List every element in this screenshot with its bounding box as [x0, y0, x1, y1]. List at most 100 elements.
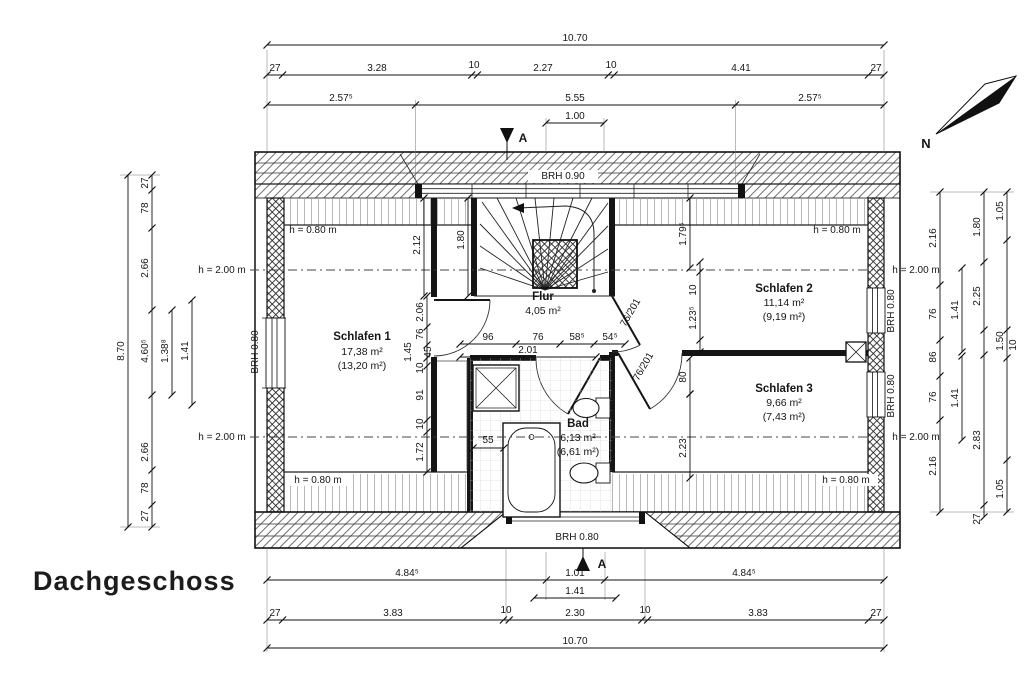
dimension-tick: [686, 390, 694, 398]
dimension-tick: [1003, 456, 1011, 464]
sink: [572, 397, 611, 419]
dimension-label: 1.45: [403, 342, 414, 362]
dimension-tick: [542, 119, 550, 127]
dimension-label: 2.01: [518, 345, 538, 356]
dimension-label: 2.06: [415, 302, 426, 322]
top-dormer-window: [254, 183, 901, 199]
dimension-tick: [686, 354, 694, 362]
dimension-lines: [120, 41, 1014, 652]
dimension-label: 2.16: [928, 456, 939, 476]
door-schlafen2: [611, 295, 641, 353]
dimension-tick: [278, 71, 287, 79]
dimension-label: 86: [928, 351, 939, 363]
section-letter-bottom: A: [598, 557, 607, 571]
dimension-label: 10: [468, 60, 480, 71]
room-area-schlafen2: 11,14 m²: [764, 297, 805, 309]
dimension-tick: [696, 348, 704, 356]
dimension-tick: [958, 352, 966, 360]
dimension-tick: [958, 348, 966, 356]
room-name-schlafen3: Schlafen 3: [755, 383, 813, 395]
dimension-label: 78: [140, 202, 151, 214]
dimension-label: 2.83: [972, 430, 983, 450]
dimension-label: 2.23: [678, 438, 689, 458]
dimension-label: 2.30: [565, 608, 585, 619]
dimension-tick: [980, 513, 988, 521]
dimension-tick: [456, 340, 464, 348]
dimension-label: 96: [482, 332, 494, 343]
dimension-tick: [188, 296, 196, 304]
dimension-tick: [423, 323, 431, 331]
dimension-label: 80: [678, 371, 689, 383]
dimension-tick: [263, 616, 271, 624]
dimension-tick: [980, 188, 988, 196]
dimension-tick: [148, 523, 156, 531]
dimension-tick: [686, 194, 694, 202]
room-name-schlafen1: Schlafen 1: [333, 331, 391, 343]
dimension-tick: [936, 372, 944, 380]
duct-niche: [437, 360, 468, 470]
dimension-tick: [278, 616, 287, 624]
dimension-tick: [637, 616, 646, 624]
dimension-tick: [980, 351, 988, 359]
dimension-tick: [610, 71, 619, 79]
dimension-label: 45: [423, 346, 434, 358]
dimension-label: 54⁵: [602, 332, 617, 343]
dimension-label: h = 2.00 m: [198, 265, 246, 276]
dimension-label: 76: [415, 328, 426, 340]
dimension-tick: [1003, 508, 1011, 516]
dimension-tick: [505, 616, 514, 624]
dimension-tick: [148, 186, 156, 194]
floor-title: Dachgeschoss: [33, 566, 236, 596]
room-area-bad: 6,13 m²: [560, 432, 596, 444]
room-area2-schlafen2: (9,19 m²): [763, 311, 806, 323]
dimension-tick: [469, 444, 477, 452]
north-label: N: [921, 136, 930, 151]
dimension-tick: [936, 281, 944, 289]
dimension-tick: [456, 353, 464, 361]
dimension-label: 2.57⁵: [329, 93, 353, 104]
dimension-label: 2.27: [533, 63, 553, 74]
dimension-tick: [423, 428, 431, 436]
dimension-tick: [621, 340, 629, 348]
dimension-tick: [423, 341, 431, 349]
dimension-tick: [980, 258, 988, 266]
dimension-tick: [148, 224, 156, 232]
dimension-label: 4.84⁵: [732, 568, 756, 579]
dimension-tick: [423, 292, 431, 300]
dimension-tick: [864, 71, 873, 79]
dimension-tick: [423, 354, 431, 362]
dimension-tick: [423, 362, 431, 370]
dimension-label: 27: [972, 513, 983, 525]
dimension-label: BRH 0.80: [886, 374, 897, 418]
dimension-tick: [696, 336, 704, 344]
dimension-tick: [467, 71, 476, 79]
dimension-tick: [464, 194, 472, 202]
dimension-tick: [590, 340, 598, 348]
dimension-tick: [263, 71, 271, 79]
dimension-tick: [263, 644, 271, 652]
dimension-label: 55: [482, 435, 494, 446]
dimension-tick: [423, 416, 431, 424]
dimension-tick: [188, 401, 196, 409]
dimension-tick: [124, 523, 132, 531]
dimension-label: 3.83: [748, 608, 768, 619]
dimension-label: 2.25: [972, 286, 983, 306]
dimension-tick: [1003, 236, 1011, 244]
dimension-label: 2.16: [928, 228, 939, 248]
dimension-tick: [263, 41, 271, 49]
shower: [472, 364, 520, 412]
dimension-tick: [936, 416, 944, 424]
dimension-label: 27: [870, 63, 882, 74]
dimension-label: 1.01: [565, 568, 585, 579]
dimension-label: 3.28: [367, 63, 387, 74]
dimension-label: 10: [639, 605, 651, 616]
dimension-tick: [600, 119, 608, 127]
room-area-flur: 4,05 m²: [525, 305, 561, 317]
dimension-label: 8.70: [116, 341, 127, 361]
dimension-tick: [542, 576, 551, 584]
dimension-tick: [148, 501, 156, 509]
chimney: [845, 341, 867, 363]
dimension-label: 27: [269, 608, 281, 619]
dimension-label: 27: [269, 63, 281, 74]
dimension-tick: [880, 101, 888, 109]
